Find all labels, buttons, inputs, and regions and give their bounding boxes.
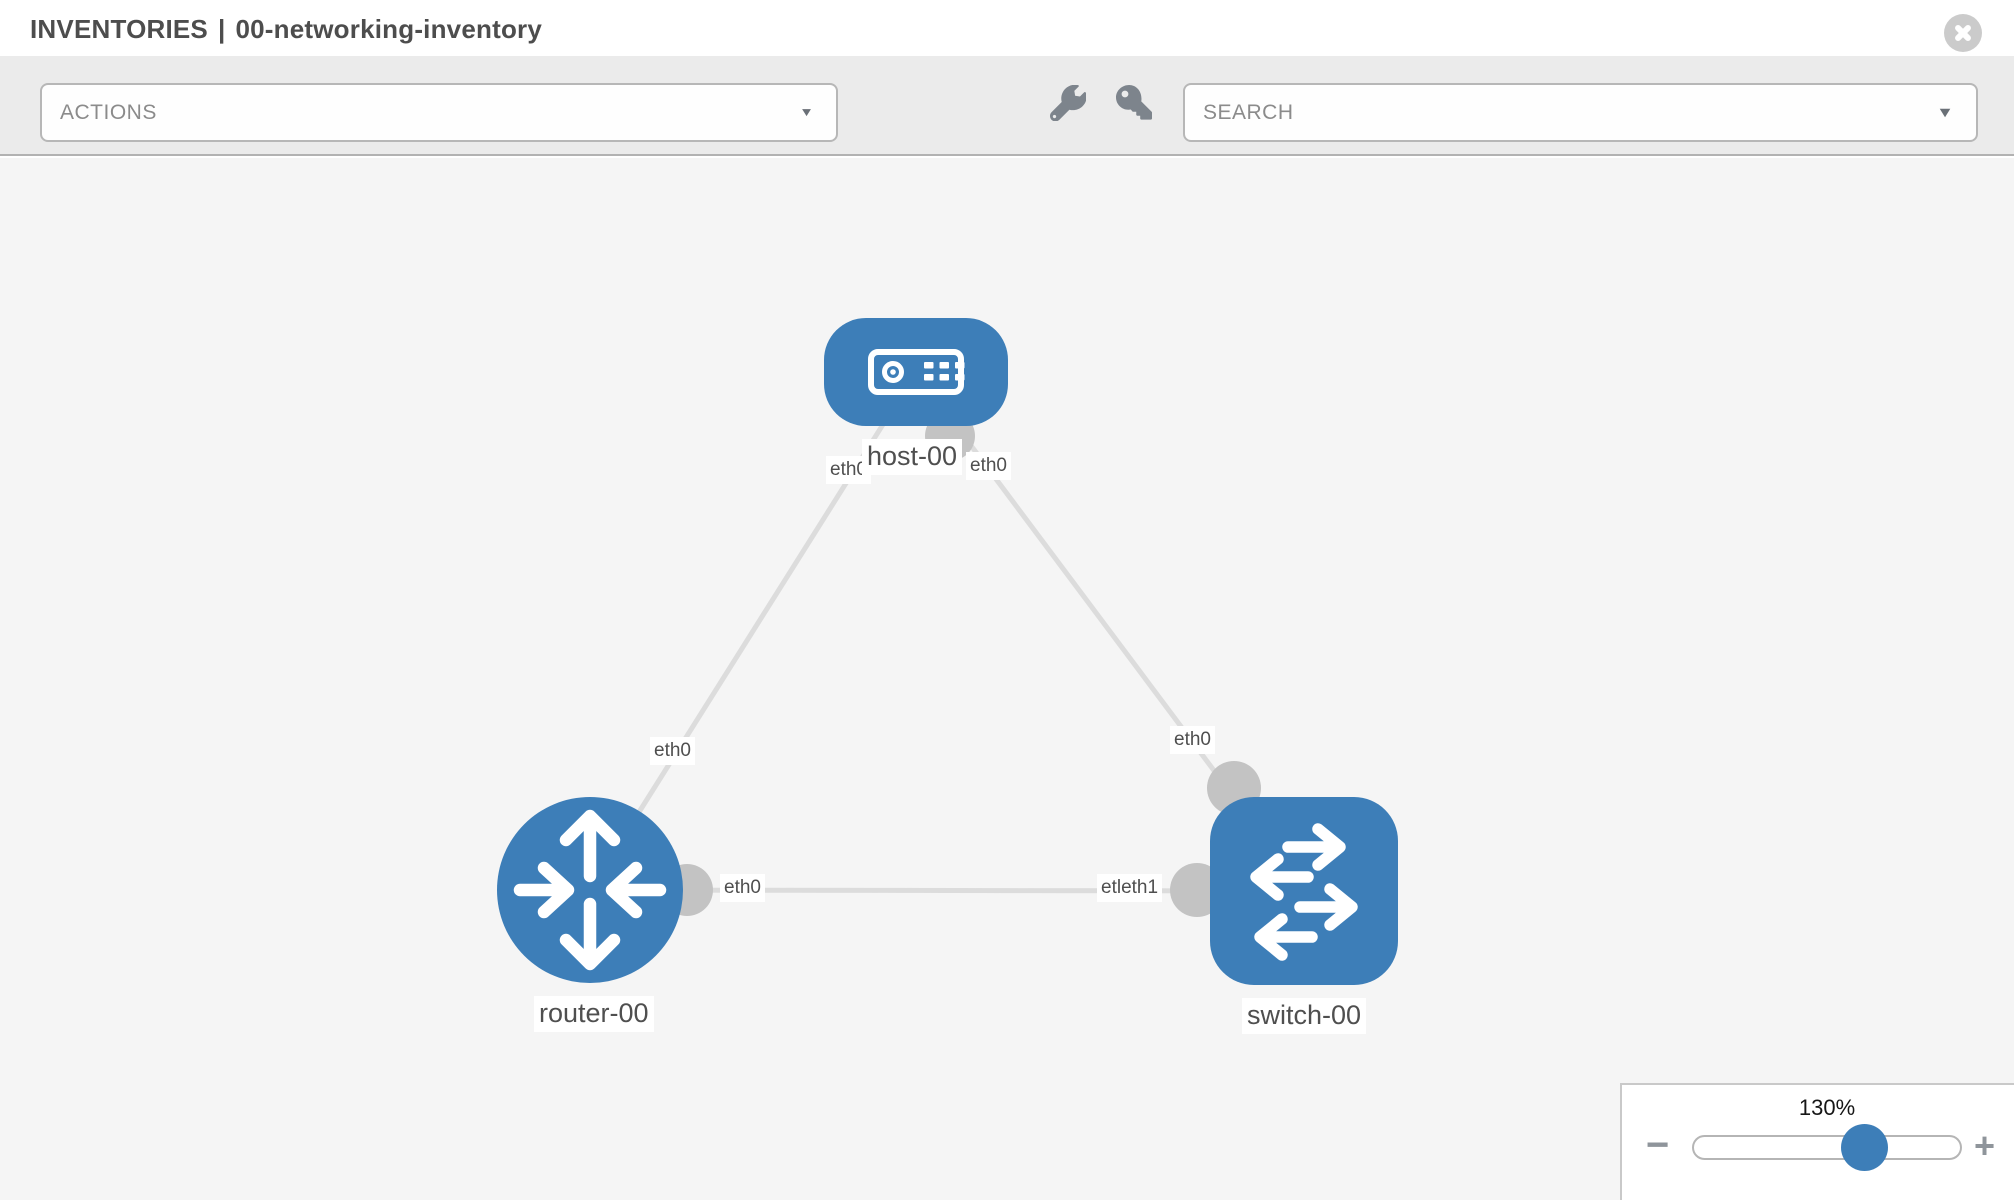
zoom-out-button[interactable]: − [1646, 1123, 1670, 1167]
zoom-control-panel: 130% − + [1620, 1083, 2014, 1200]
header: INVENTORIES | 00-networking-inventory [0, 0, 2014, 56]
chevron-down-icon: ▼ [799, 105, 814, 120]
zoom-level-value: 130% [1798, 1095, 1856, 1120]
interface-label: eth0 [826, 456, 871, 484]
search-dropdown[interactable]: SEARCH ▼ [1183, 83, 1978, 142]
chevron-down-icon: ▼ [1936, 104, 1954, 121]
node-switch-00[interactable] [1210, 797, 1398, 985]
page-title-separator: | [217, 14, 226, 44]
node-label-router-00: router-00 [534, 996, 654, 1032]
topology-canvas[interactable] [0, 158, 2014, 1200]
port-circles [661, 411, 1261, 917]
close-icon[interactable] [1944, 14, 1982, 52]
interface-label: etleth1 [1097, 874, 1163, 902]
zoom-slider-track[interactable] [1692, 1135, 1962, 1160]
actions-dropdown-label: ACTIONS [60, 100, 157, 124]
page-title-section: INVENTORIES [30, 14, 208, 44]
node-router-00[interactable] [497, 797, 683, 983]
host-icon [868, 349, 965, 395]
node-host-00[interactable] [824, 318, 1008, 426]
wrench-icon[interactable] [1050, 84, 1087, 122]
switch-icon [1250, 823, 1358, 961]
key-icon[interactable] [1116, 85, 1152, 121]
zoom-slider-thumb[interactable] [1841, 1124, 1888, 1171]
node-label-switch-00: switch-00 [1242, 998, 1367, 1034]
interface-label: eth0 [1170, 726, 1215, 754]
toolbar: ACTIONS ▼ SEARCH ▼ [0, 56, 2014, 156]
node-label-host-00: host-00 [862, 439, 963, 475]
topology-graph [497, 318, 1398, 985]
router-icon [513, 809, 667, 971]
page-title-inventory-name: 00-networking-inventory [235, 14, 543, 44]
zoom-in-button[interactable]: + [1974, 1125, 1996, 1166]
interface-label: eth0 [650, 737, 695, 765]
page-title: INVENTORIES | 00-networking-inventory [30, 14, 542, 45]
actions-dropdown[interactable]: ACTIONS ▼ [40, 83, 838, 142]
interface-label: eth0 [720, 874, 765, 902]
interface-label: eth0 [966, 452, 1011, 480]
search-dropdown-label: SEARCH [1203, 100, 1294, 124]
